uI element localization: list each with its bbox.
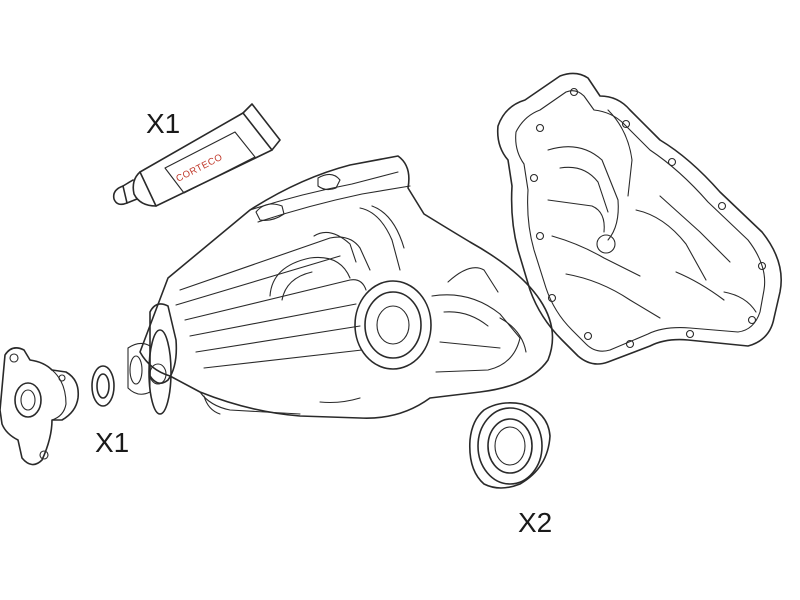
sealant-tube: CORTECO bbox=[112, 103, 281, 207]
gasket-quantity-label: X1 bbox=[95, 427, 129, 458]
drive-flange bbox=[0, 347, 80, 466]
shaft-seal bbox=[468, 402, 551, 489]
sealant-quantity-label: X1 bbox=[146, 108, 180, 139]
differential-housing bbox=[127, 155, 554, 419]
seal-quantity-label: X2 bbox=[518, 507, 552, 538]
rear-cover bbox=[496, 72, 782, 365]
sealant-brand-text: CORTECO bbox=[174, 152, 224, 185]
small-gasket bbox=[91, 365, 115, 407]
